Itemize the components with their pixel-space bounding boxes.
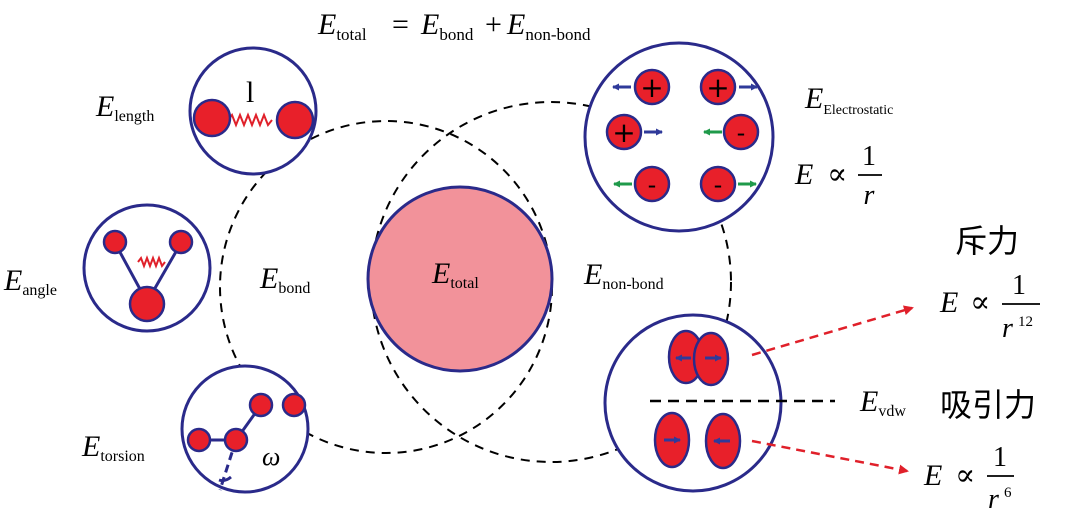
bond-length-symbol: l [246,76,254,109]
total-energy-circle [366,185,554,373]
atom [102,229,128,255]
equation-equals: = [392,8,409,41]
svg-text:∝: ∝ [955,459,975,492]
equation-lhs: Etotal [317,8,367,44]
svg-text:-: - [714,171,723,199]
label-torsion: Etorsion [81,430,145,465]
label-repulsive: 斥力 [955,222,1019,260]
svg-text:E: E [923,459,942,492]
label-bond: Ebond [259,262,310,297]
atom [275,100,315,140]
label-length: Elength [95,90,154,125]
svg-text:E: E [794,158,813,191]
relation-repulsive: E ∝ 1 r 12 [939,270,1040,344]
svg-text:E: E [939,286,958,319]
svg-text:1: 1 [862,141,876,172]
label-nonbond: Enon-bond [583,258,664,293]
label-attractive: 吸引力 [940,386,1036,424]
svg-text:r: r [864,180,875,211]
arrow-to-repulsive [751,305,914,357]
bond-length-spring [227,112,273,128]
label-vdw: Evdw [859,385,906,420]
atom [281,392,307,418]
svg-text:∝: ∝ [827,158,847,191]
equation-plus: + [485,8,502,41]
torsion-panel: ω [180,364,310,494]
atom [192,98,232,138]
relation-electrostatic: E ∝ 1 r [794,141,882,211]
charge-plus: + [605,113,643,151]
svg-text:12: 12 [1018,314,1033,330]
charge-plus: + [633,68,671,106]
bond-angle-panel [82,203,212,333]
label-total: Etotal [431,257,479,292]
equation-term-nonbond: Enon-bond [506,8,591,44]
relation-attractive: E ∝ 1 r 6 [923,442,1014,515]
atom [186,427,212,453]
svg-text:1: 1 [993,442,1007,473]
label-electrostatic: EElectrostatic [804,82,893,118]
atom [128,285,166,323]
equation-term-bond: Ebond [420,8,474,44]
atom [248,392,274,418]
charge-minus: - [722,113,760,151]
label-angle: Eangle [3,264,57,299]
svg-text:+: + [612,116,635,149]
charge-minus: - [633,165,671,203]
bond-length-panel: l [188,46,318,176]
atom [223,427,249,453]
svg-text:-: - [737,119,746,147]
torsion-symbol: ω [262,442,280,471]
svg-text:+: + [706,71,729,104]
svg-text:6: 6 [1004,485,1012,501]
charge-plus: + [699,68,737,106]
atom [168,229,194,255]
svg-text:1: 1 [1012,270,1026,301]
vdw-panel [603,313,783,493]
charge-minus: - [699,165,737,203]
svg-text:r: r [988,484,999,514]
svg-text:-: - [648,171,657,199]
svg-text:r: r [1002,313,1013,344]
svg-text:∝: ∝ [970,286,990,319]
bond-angle-spring [137,255,166,269]
arrow-to-attractive [751,439,909,475]
electrostatic-panel: + + + - - - [583,41,775,233]
svg-text:+: + [640,71,663,104]
